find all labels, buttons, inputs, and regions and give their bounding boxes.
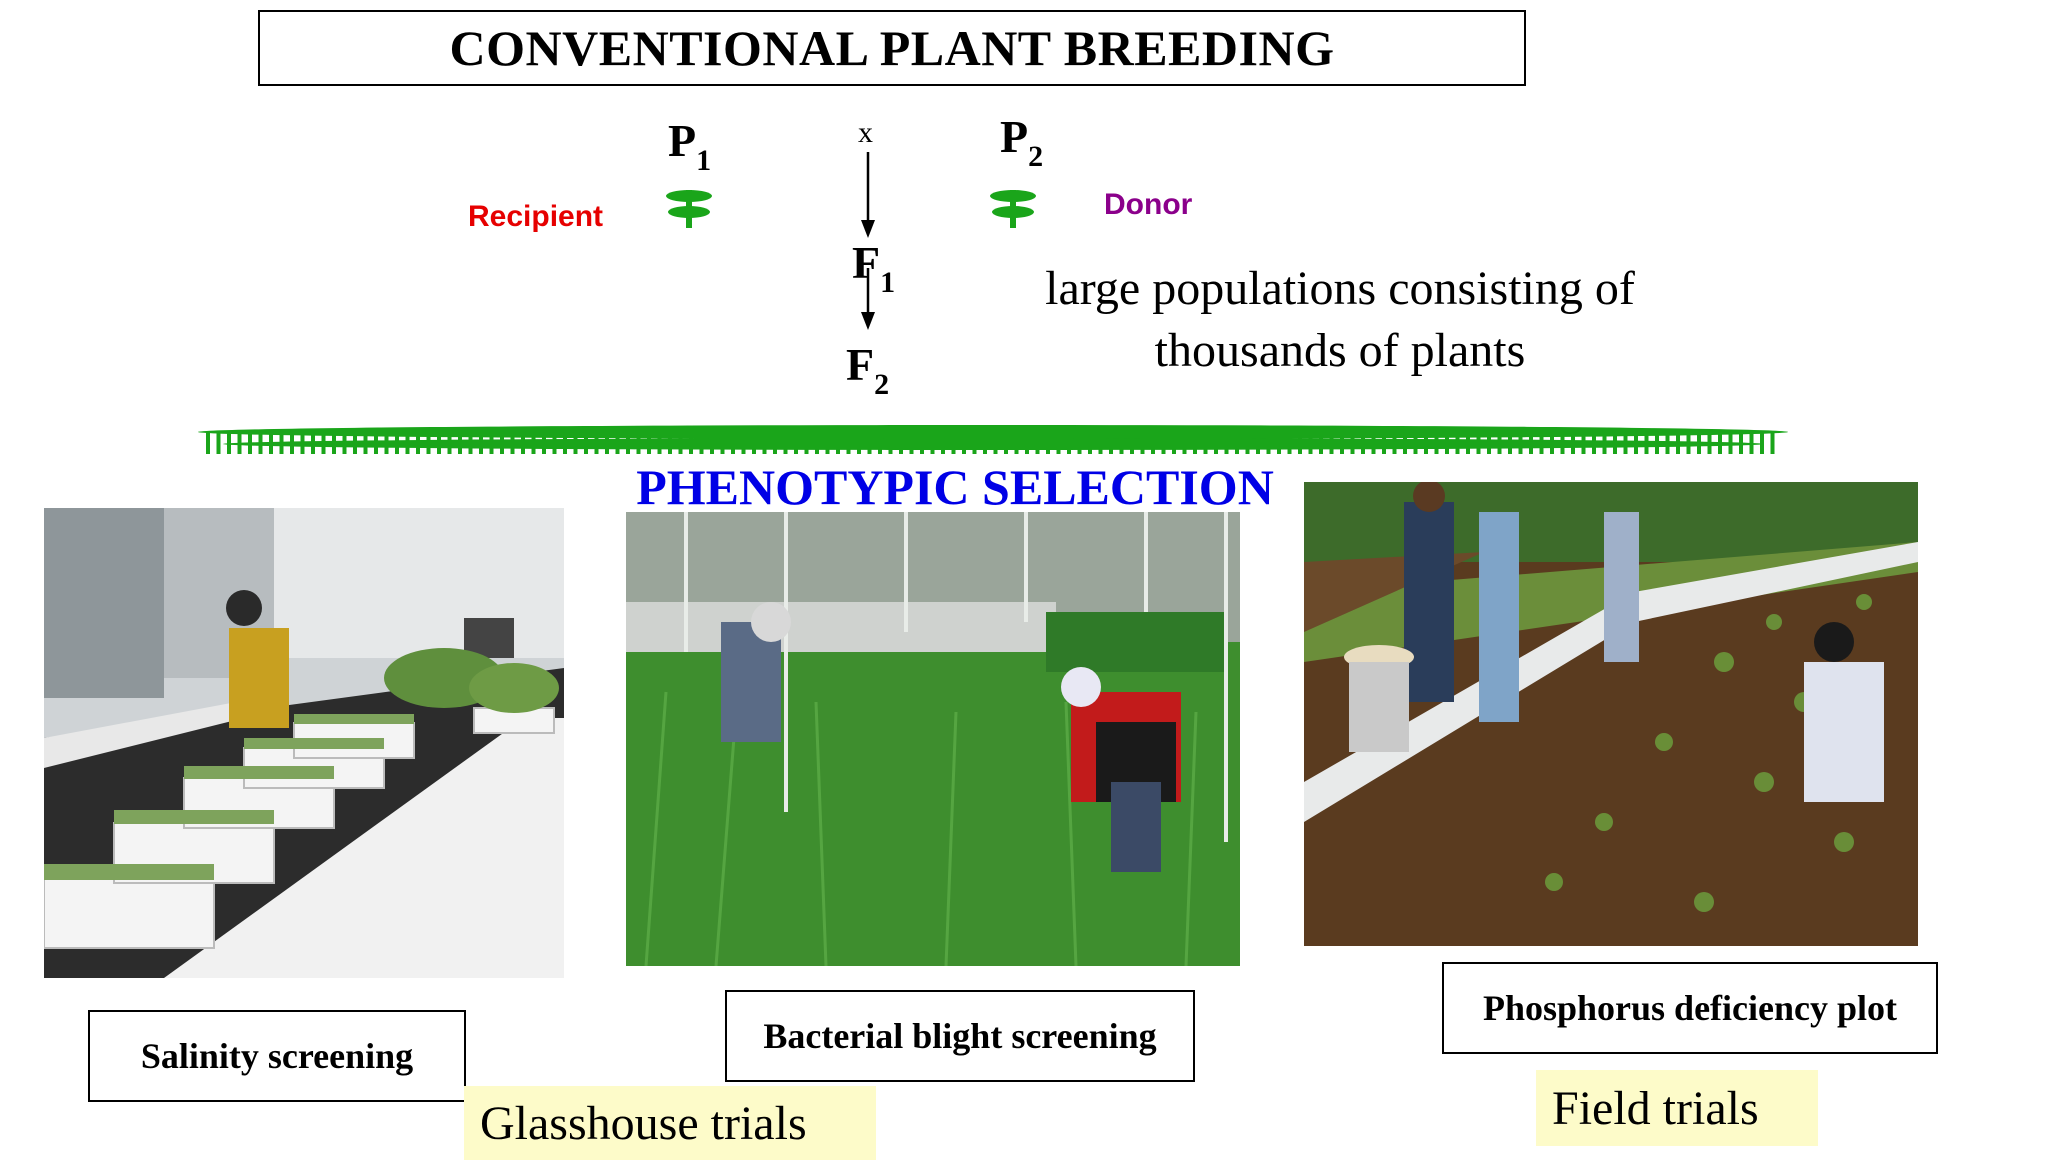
population-description: large populations consisting of thousand… xyxy=(1045,262,1635,377)
f2-label: F2 xyxy=(846,339,890,401)
blight-caption: Bacterial blight screening xyxy=(725,990,1195,1082)
recipient-label: Recipient xyxy=(468,200,604,233)
plant-population-bar xyxy=(198,425,1788,454)
salinity-caption: Salinity screening xyxy=(88,1010,466,1102)
phosphorus-plot-photo xyxy=(1304,482,1918,946)
cross-symbol: x xyxy=(858,116,873,149)
donor-plant-icon xyxy=(990,190,1036,228)
bacterial-blight-photo xyxy=(626,512,1240,966)
glasshouse-trials-label: Glasshouse trials xyxy=(464,1086,876,1160)
field-trials-label: Field trials xyxy=(1536,1070,1818,1146)
cross-arrows xyxy=(861,152,875,330)
phenotypic-selection-heading: PHENOTYPIC SELECTION xyxy=(636,459,1274,515)
title-box: CONVENTIONAL PLANT BREEDING xyxy=(258,10,1526,86)
phosphorus-caption: Phosphorus deficiency plot xyxy=(1442,962,1938,1054)
page-title: CONVENTIONAL PLANT BREEDING xyxy=(449,20,1335,76)
parent-1-label: P1 xyxy=(668,115,712,177)
f1-label: F1 xyxy=(852,237,896,299)
donor-label: Donor xyxy=(1104,188,1193,221)
recipient-plant-icon xyxy=(666,190,712,228)
salinity-screening-photo xyxy=(44,508,564,978)
parent-2-label: P2 xyxy=(1000,111,1044,173)
